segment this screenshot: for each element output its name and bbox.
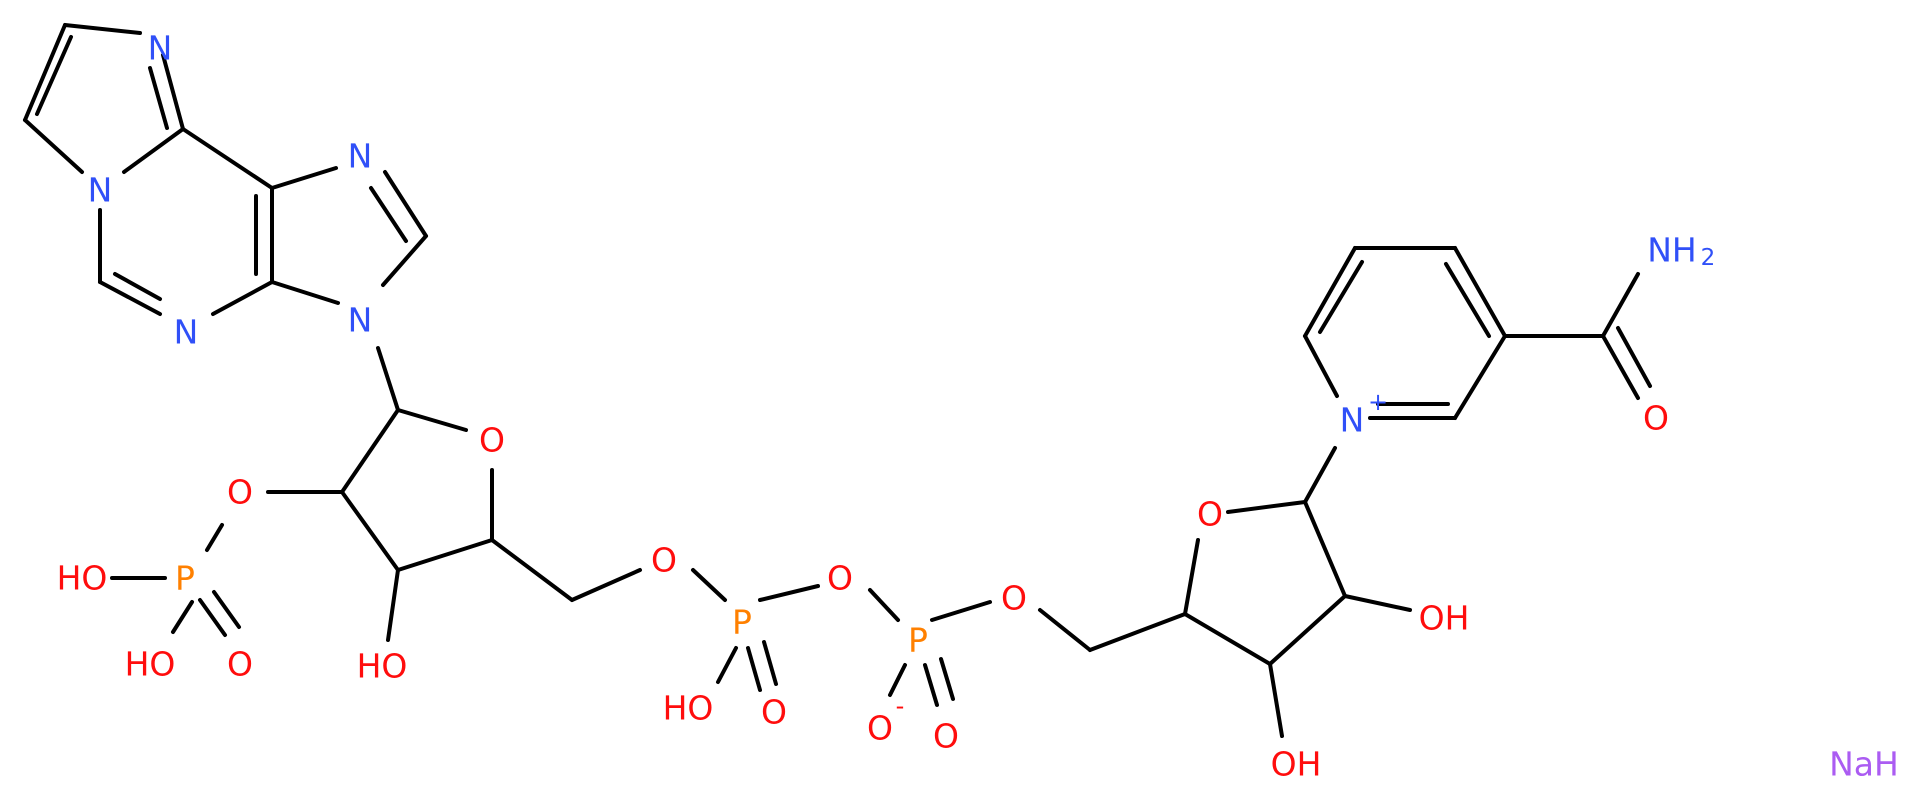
atom-ho-mid: HO xyxy=(663,689,714,728)
atom-o-sugar1-ring: O xyxy=(479,421,505,460)
atom-o-phosphate-ester: O xyxy=(227,473,253,512)
atom-label-layer: N N N N N O O P HO HO O HO O P HO O O P … xyxy=(57,29,1899,784)
atom-o-sugar2-ring: O xyxy=(1197,495,1223,534)
atom-n-glycosidic: N xyxy=(348,301,373,340)
atom-p-left: P xyxy=(175,559,195,598)
atom-o-left-double: O xyxy=(227,645,253,684)
atom-o-link2: O xyxy=(1001,579,1027,618)
atom-o-link1: O xyxy=(651,541,677,580)
atom-o-mid-double: O xyxy=(761,693,787,732)
atom-ho-left: HO xyxy=(57,559,108,598)
atom-amide-n-subscript: 2 xyxy=(1701,245,1716,271)
atom-o-right-double: O xyxy=(933,717,959,756)
atom-amide-o: O xyxy=(1643,399,1669,438)
atom-p-right: P xyxy=(908,621,928,660)
atom-n-pyridinium: N xyxy=(1340,401,1365,440)
atom-n-bridge: N xyxy=(88,171,113,210)
atom-n-imid-ring-top: N xyxy=(148,29,173,68)
counterion-label: NaH xyxy=(1829,745,1899,784)
atom-oh-sugar2-b: OH xyxy=(1271,745,1322,784)
atom-oh-sugar2-a: OH xyxy=(1419,599,1470,638)
atom-o-anion-charge: - xyxy=(896,692,905,720)
atom-n-imidazole-top: N xyxy=(348,137,373,176)
atom-oh-sugar1: HO xyxy=(357,647,408,686)
atom-amide-n: NH xyxy=(1647,231,1697,270)
atom-o-bridge: O xyxy=(827,559,853,598)
atom-ho-left-lower: HO xyxy=(125,645,176,684)
atom-n-pyridinium-charge: + xyxy=(1368,388,1388,416)
atom-p-mid: P xyxy=(732,603,752,642)
bond-layer xyxy=(23,23,1652,738)
atom-o-anion: O xyxy=(867,709,893,748)
atom-n-pyrimidine: N xyxy=(174,313,199,352)
